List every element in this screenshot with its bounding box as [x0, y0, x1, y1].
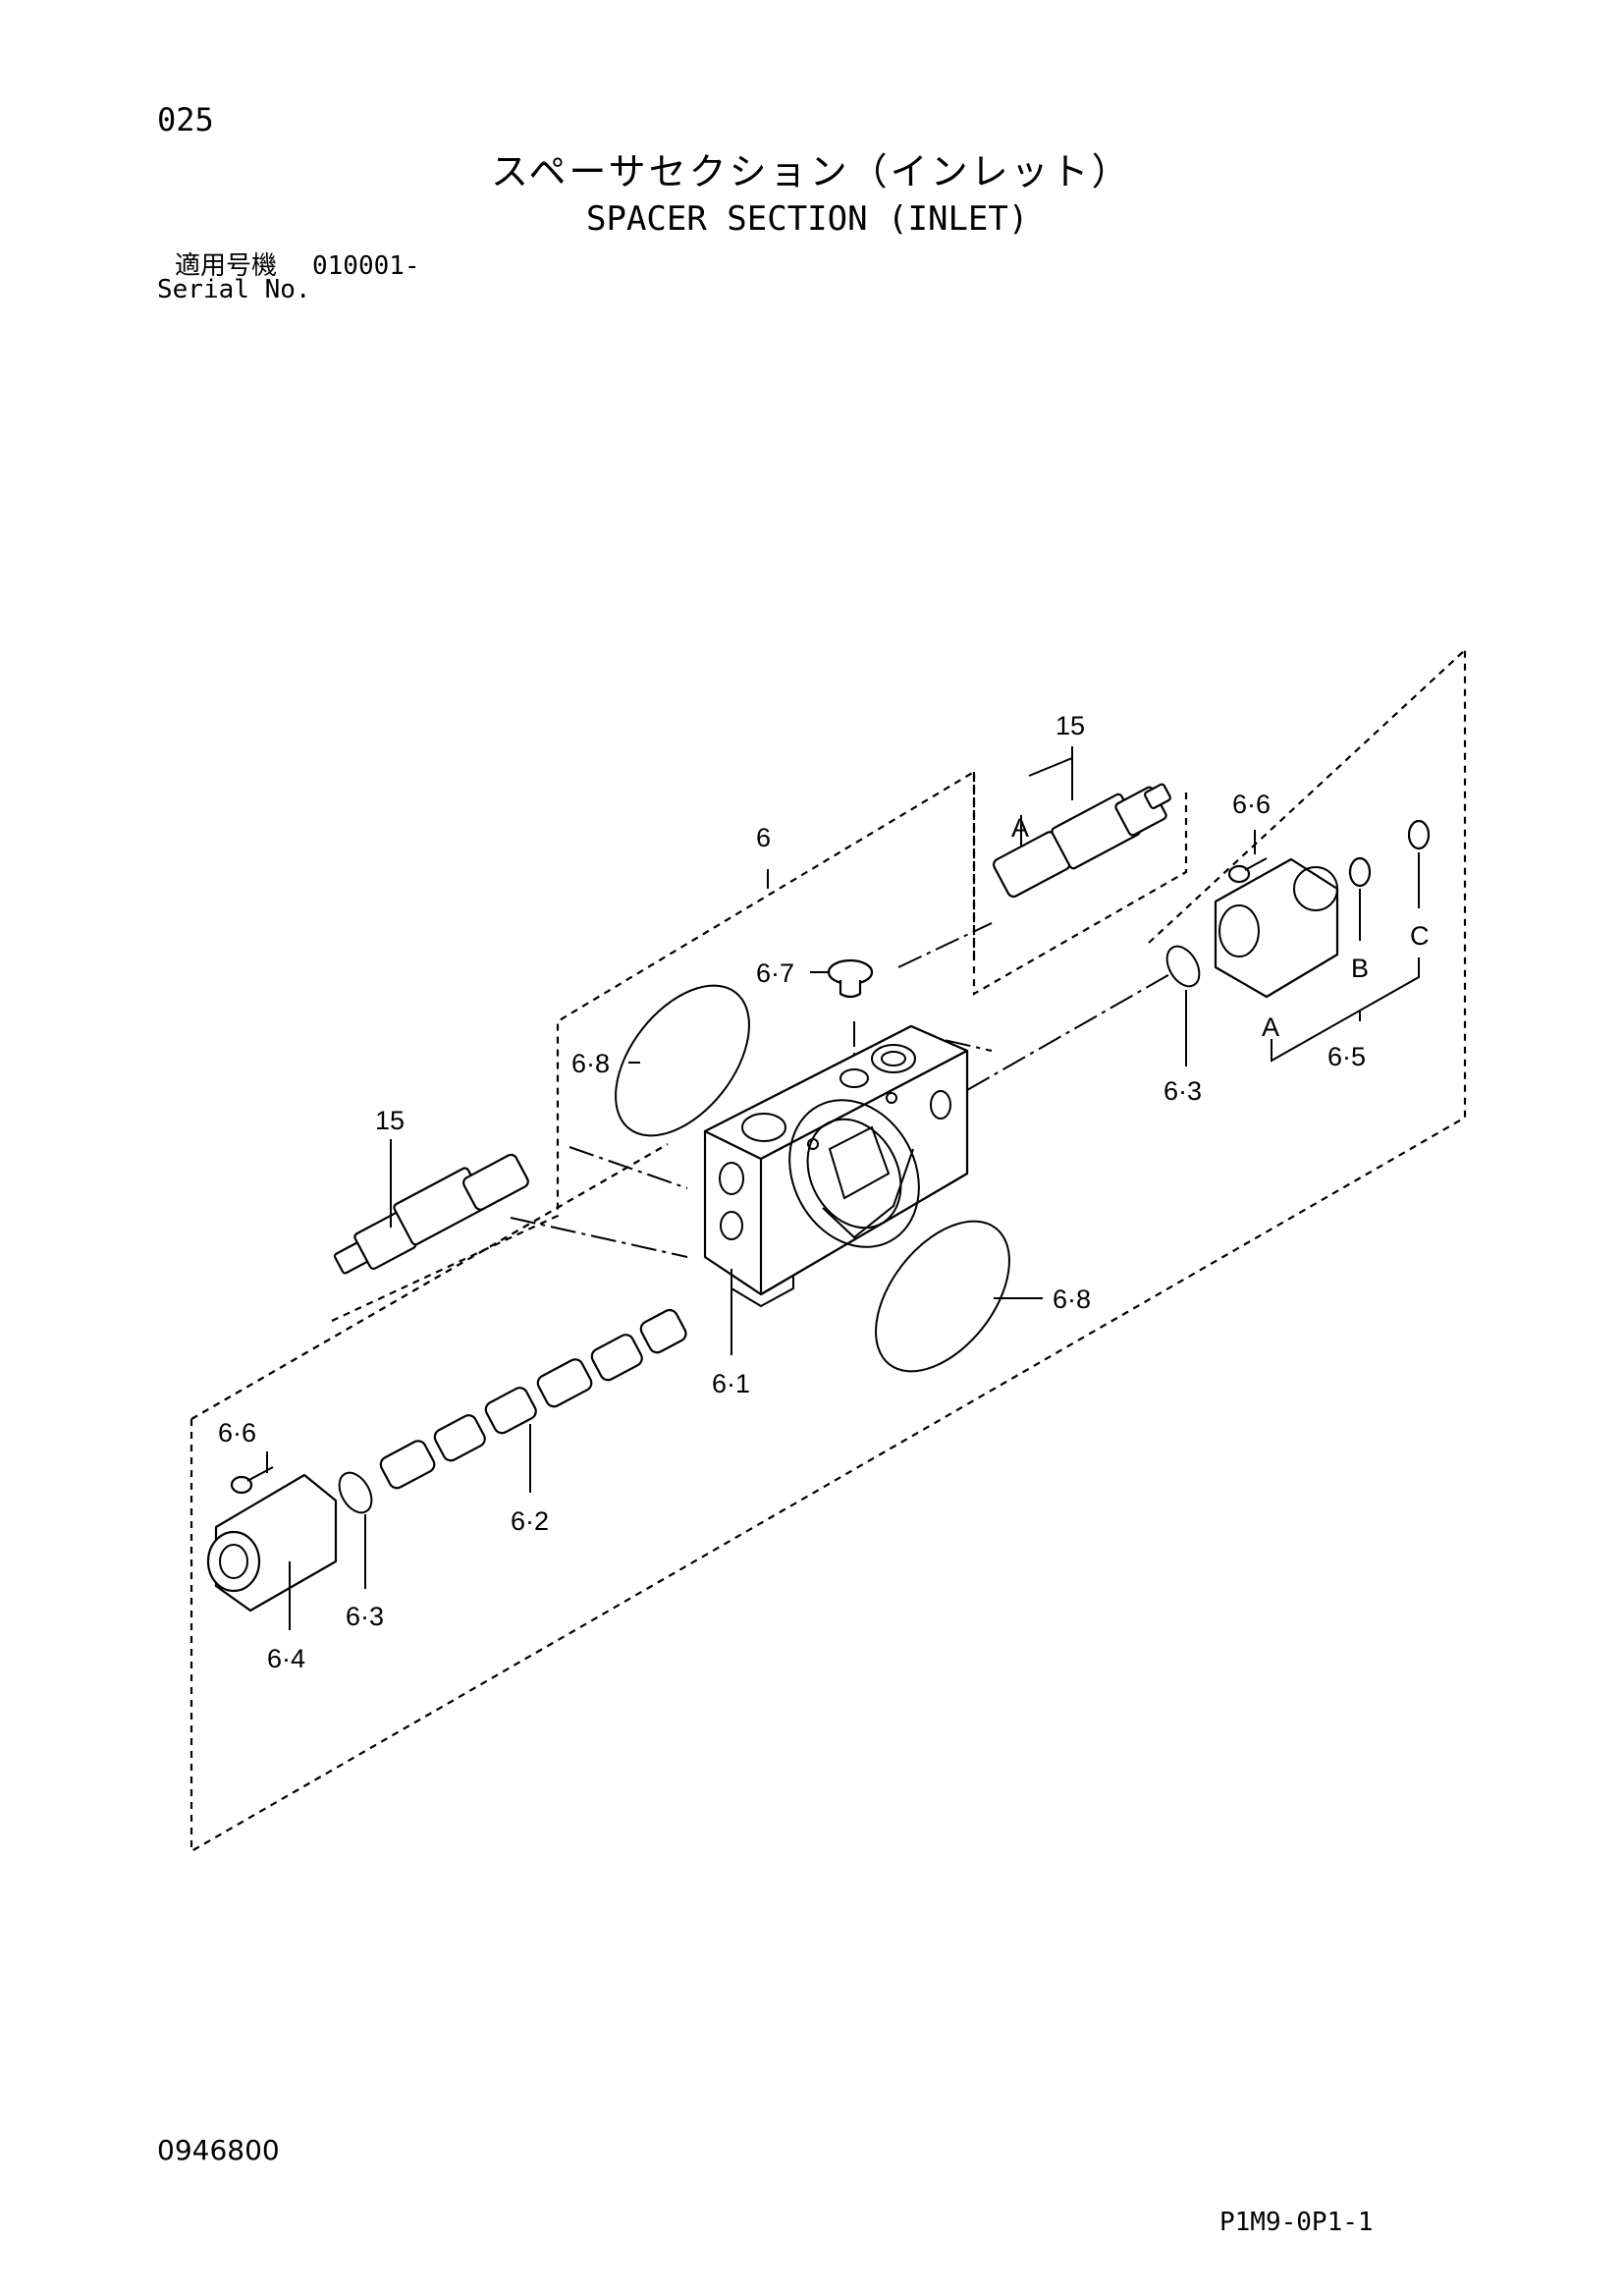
- page-title-english: SPACER SECTION (INLET): [586, 199, 1029, 239]
- callout-6-6-bottom: 6·6: [218, 1418, 256, 1448]
- callout-6-3-bottom: 6·3: [346, 1602, 384, 1631]
- callout-6-8-left: 6·8: [571, 1049, 610, 1078]
- relief-valve-upper: [993, 783, 1171, 899]
- page-title-japanese: スペーサセクション（インレット）: [491, 150, 1132, 193]
- callout-6-6-top: 6·6: [1232, 790, 1271, 819]
- cover-right: [1214, 857, 1339, 999]
- page-number: 025: [157, 101, 214, 138]
- o-ring-small-left: [338, 1471, 373, 1514]
- spool: [379, 1308, 687, 1490]
- serial-label-japanese: 適用号機: [175, 251, 278, 281]
- callout-6-1: 6·1: [712, 1369, 750, 1398]
- leader-lines: [266, 746, 1420, 1630]
- callout-a-top: A: [1011, 813, 1029, 843]
- callout-15-left: 15: [375, 1106, 405, 1135]
- relief-valve-left: [333, 1153, 529, 1275]
- bolt-bottom: [230, 1466, 274, 1495]
- serial-range: 010001-: [312, 251, 420, 281]
- callout-a-right: A: [1262, 1012, 1279, 1042]
- bolt-top: [1227, 857, 1268, 884]
- washer-c: [1407, 819, 1431, 850]
- o-ring-large-top: [615, 984, 750, 1137]
- callout-6-4: 6·4: [267, 1644, 305, 1673]
- serial-label-english: Serial No.: [157, 275, 311, 304]
- document-number: 0946800: [157, 2134, 280, 2166]
- callout-b-right: B: [1351, 954, 1369, 983]
- plug: [827, 958, 874, 999]
- callout-15-top: 15: [1056, 711, 1085, 740]
- o-ring-small-right: [1165, 945, 1201, 988]
- callout-c-right: C: [1410, 921, 1430, 951]
- sheet-code: P1M9-0P1-1: [1219, 2208, 1374, 2237]
- callout-6-3-right: 6·3: [1164, 1076, 1202, 1106]
- callout-6-7: 6·7: [756, 958, 794, 988]
- cap-left: [206, 1473, 338, 1613]
- washer-b: [1348, 856, 1372, 888]
- callout-6-8-bottom: 6·8: [1053, 1285, 1091, 1314]
- valve-body: [703, 1024, 969, 1308]
- callout-labels: 15 A 6 6·6 6·7 6·8 C B A 6·5 6·3 15 6·8 …: [218, 711, 1430, 1673]
- callout-6-5: 6·5: [1327, 1042, 1366, 1071]
- callout-6: 6: [756, 823, 771, 852]
- o-ring-large-bottom: [875, 1220, 1010, 1373]
- callout-6-2: 6·2: [511, 1506, 549, 1536]
